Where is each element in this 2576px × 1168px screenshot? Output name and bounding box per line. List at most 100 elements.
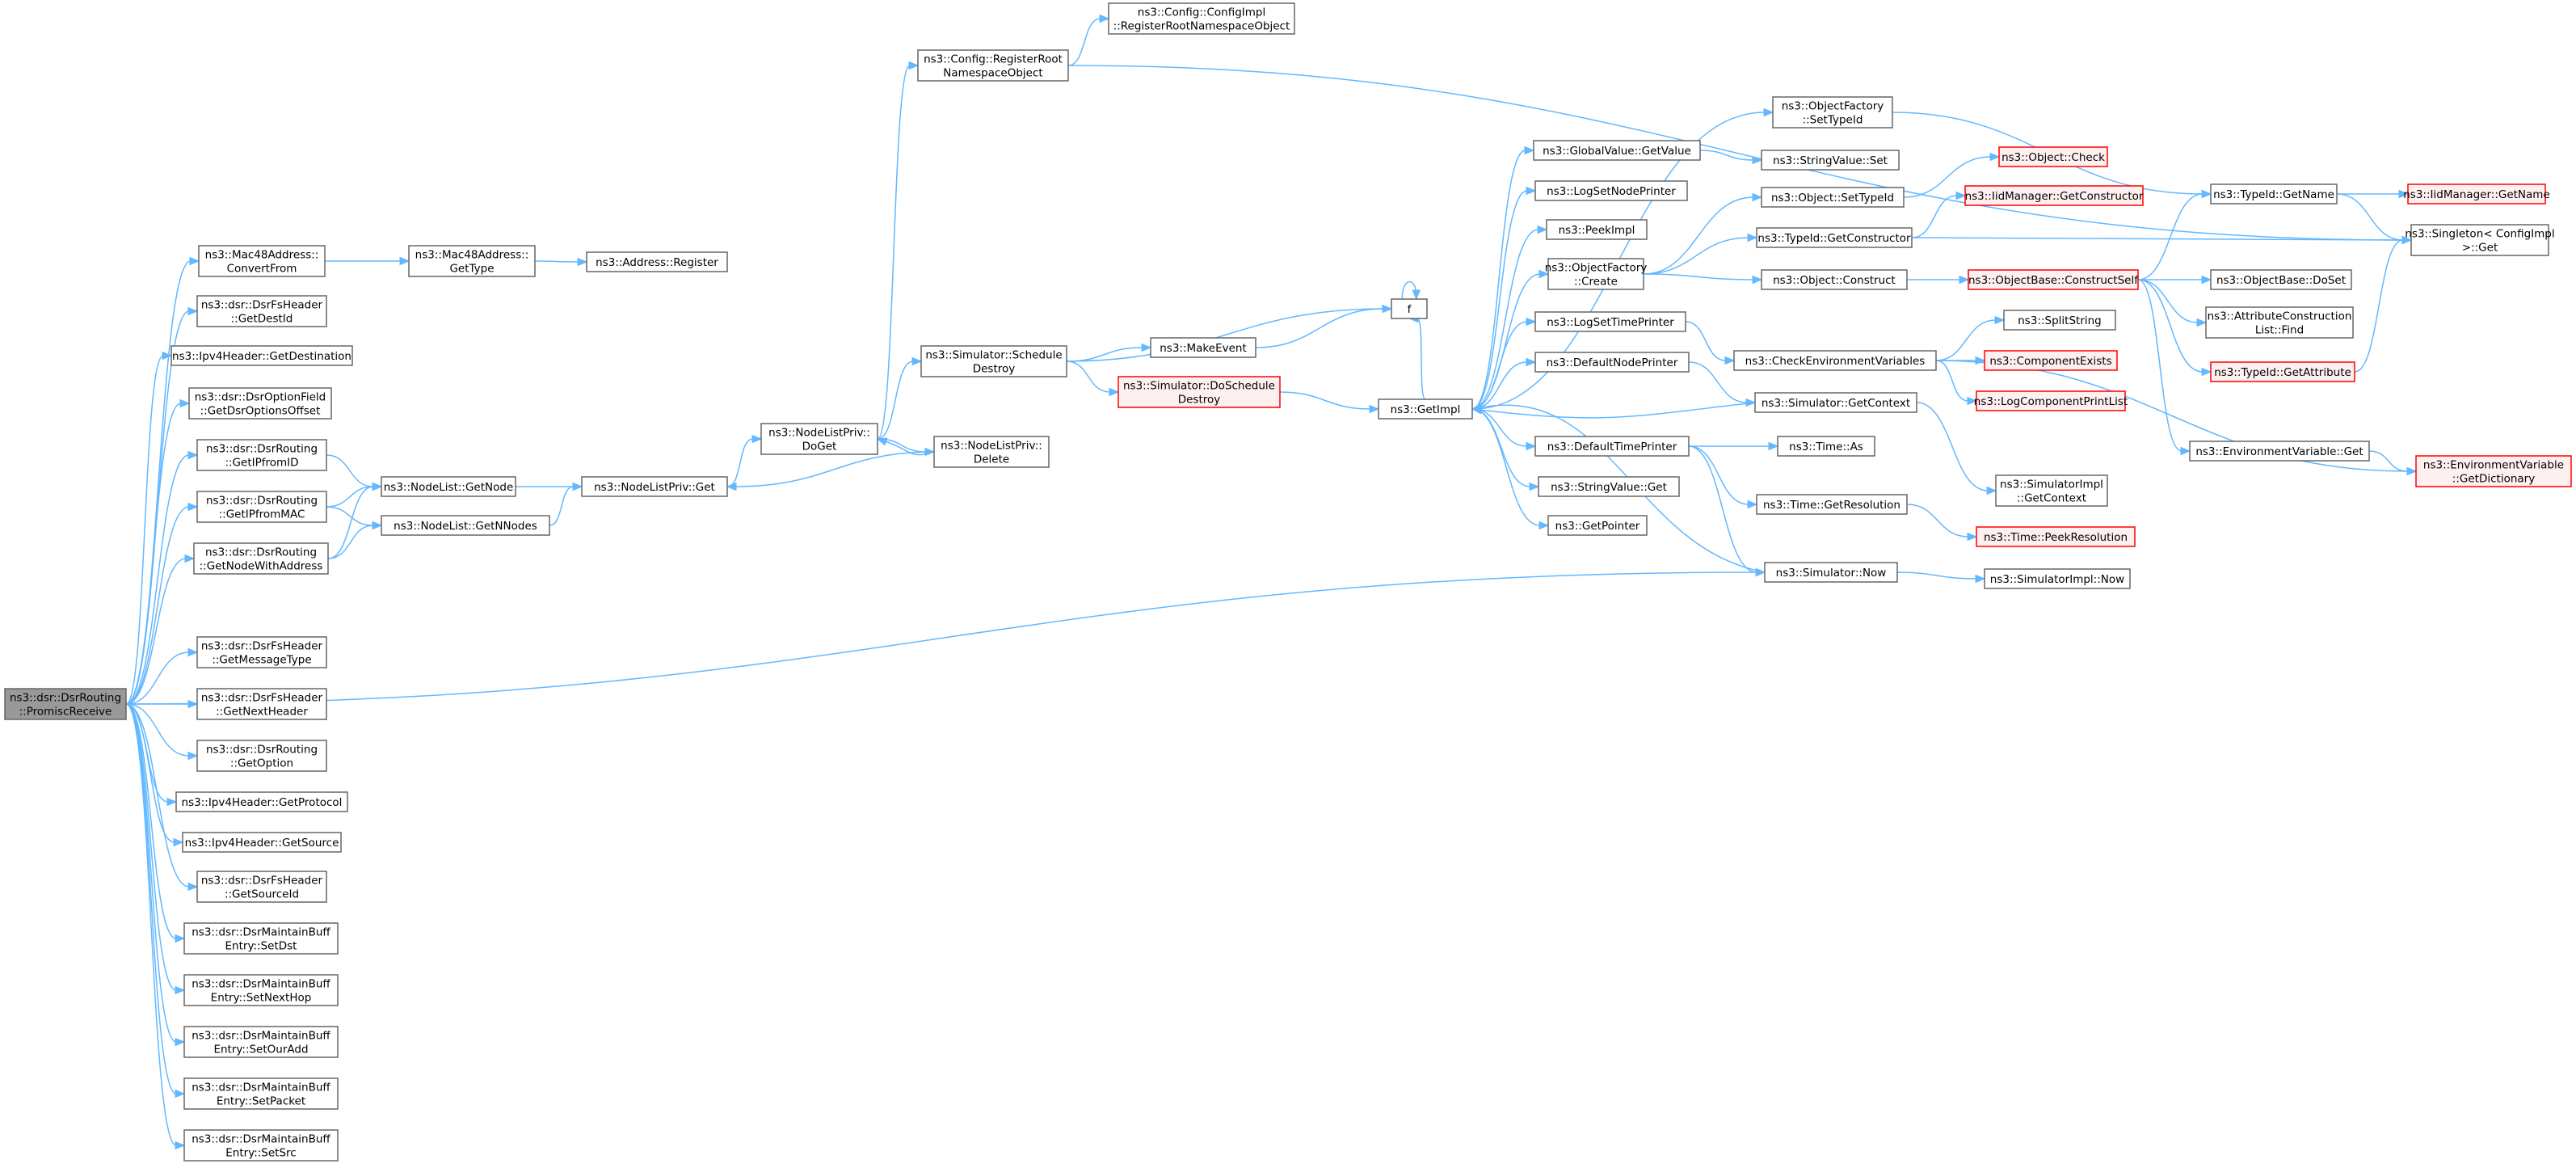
node-box[interactable] bbox=[4, 688, 127, 720]
node-box[interactable] bbox=[1547, 515, 1648, 536]
graph-node-ns3-address-register[interactable]: ns3::Address::Register bbox=[586, 251, 728, 272]
node-box[interactable] bbox=[183, 922, 339, 955]
graph-node-ns3-iidmanager-getconstructor[interactable]: ns3::IidManager::GetConstructor bbox=[1964, 185, 2144, 206]
node-box[interactable] bbox=[1976, 526, 2136, 547]
graph-node-ns3-ipv4header-getprotocol[interactable]: ns3::Ipv4Header::GetProtocol bbox=[175, 791, 348, 812]
node-box[interactable] bbox=[196, 636, 327, 668]
graph-node-ns3-objectbase-constructself[interactable]: ns3::ObjectBase::ConstructSelf bbox=[1968, 269, 2139, 290]
node-box[interactable] bbox=[1761, 269, 1908, 290]
node-box[interactable] bbox=[1534, 436, 1690, 457]
graph-node-ns3-splitstring[interactable]: ns3::SplitString bbox=[2003, 310, 2116, 331]
node-box[interactable] bbox=[1533, 140, 1701, 161]
graph-node-ns3-config-registerrootnamespaceobject[interactable]: ns3::Config::RegisterRootNamespaceObject bbox=[917, 49, 1069, 82]
node-box[interactable] bbox=[193, 542, 329, 575]
graph-node-ns3-mac48address-convertfrom[interactable]: ns3::Mac48Address::ConvertFrom bbox=[198, 245, 326, 277]
node-box[interactable] bbox=[183, 1026, 339, 1058]
graph-node-ns3-logsetnodeprinter[interactable]: ns3::LogSetNodePrinter bbox=[1534, 180, 1688, 201]
graph-node-ns3-simulator-now[interactable]: ns3::Simulator::Now bbox=[1764, 562, 1898, 583]
graph-node-ns3-stringvalue-set[interactable]: ns3::StringValue::Set bbox=[1761, 150, 1900, 171]
graph-node-ns3-typeid-getname[interactable]: ns3::TypeId::GetName bbox=[2210, 183, 2338, 205]
node-box[interactable] bbox=[1546, 219, 1648, 240]
graph-node-ns3-getpointer[interactable]: ns3::GetPointer bbox=[1547, 515, 1648, 536]
graph-node-ns3-object-check[interactable]: ns3::Object::Check bbox=[1998, 146, 2108, 167]
node-box[interactable] bbox=[183, 1129, 339, 1162]
graph-node-ns3-simulatorimpl-now[interactable]: ns3::SimulatorImpl::Now bbox=[1984, 568, 2131, 589]
node-box[interactable] bbox=[183, 974, 339, 1006]
node-box[interactable] bbox=[1756, 227, 1913, 248]
node-box[interactable] bbox=[188, 387, 332, 420]
node-box[interactable] bbox=[586, 251, 728, 272]
node-box[interactable] bbox=[2210, 183, 2338, 205]
graph-node-ns3-config-configimpl-registerrootnamespaceobject[interactable]: ns3::Config::ConfigImpl::RegisterRootNam… bbox=[1108, 2, 1295, 35]
node-box[interactable] bbox=[196, 295, 327, 327]
graph-node-ns3-ipv4header-getdestination[interactable]: ns3::Ipv4Header::GetDestination bbox=[170, 345, 353, 366]
node-box[interactable] bbox=[196, 491, 327, 523]
node-box[interactable] bbox=[2407, 183, 2546, 205]
node-box[interactable] bbox=[1761, 150, 1900, 171]
graph-node-ns3-object-construct[interactable]: ns3::Object::Construct bbox=[1761, 269, 1908, 290]
node-box[interactable] bbox=[2210, 361, 2355, 382]
graph-node-ns3-componentexists[interactable]: ns3::ComponentExists bbox=[1984, 350, 2118, 371]
graph-node-ns3-dsr-dsroptionfield-getdsroptionsoffset[interactable]: ns3::dsr::DsrOptionField::GetDsrOptionsO… bbox=[188, 387, 332, 420]
graph-node-ns3-stringvalue-get[interactable]: ns3::StringValue::Get bbox=[1538, 476, 1680, 497]
node-box[interactable] bbox=[1391, 298, 1428, 319]
node-box[interactable] bbox=[760, 423, 878, 455]
graph-node-ns3-makeevent[interactable]: ns3::MakeEvent bbox=[1150, 337, 1256, 358]
graph-node-ns3-simulatorimpl-getcontext[interactable]: ns3::SimulatorImpl::GetContext bbox=[1995, 474, 2108, 507]
node-box[interactable] bbox=[1968, 269, 2139, 290]
graph-node-ns3-environmentvariable-get[interactable]: ns3::EnvironmentVariable::Get bbox=[2189, 441, 2370, 462]
graph-node-ns3-defaultnodeprinter[interactable]: ns3::DefaultNodePrinter bbox=[1534, 352, 1690, 373]
graph-node-ns3-nodelist-getnnodes[interactable]: ns3::NodeList::GetNNodes bbox=[381, 515, 550, 536]
graph-node-ns3-dsr-dsrrouting-getipfrommac[interactable]: ns3::dsr::DsrRouting::GetIPfromMAC bbox=[196, 491, 327, 523]
graph-node-ns3-checkenvironmentvariables[interactable]: ns3::CheckEnvironmentVariables bbox=[1733, 350, 1937, 371]
node-box[interactable] bbox=[1777, 436, 1875, 457]
graph-node-ns3-nodelist-getnode[interactable]: ns3::NodeList::GetNode bbox=[381, 476, 516, 497]
node-box[interactable] bbox=[1754, 392, 1917, 413]
graph-node-ns3-time-getresolution[interactable]: ns3::Time::GetResolution bbox=[1756, 494, 1908, 515]
graph-node-ns3-dsr-dsrmaintainbuffentry-setpacket[interactable]: ns3::dsr::DsrMaintainBuffEntry::SetPacke… bbox=[183, 1077, 339, 1110]
graph-node-ns3-singleton-configimpl-get[interactable]: ns3::Singleton< ConfigImpl >::Get bbox=[2405, 224, 2555, 256]
graph-node-ns3-peekimpl[interactable]: ns3::PeekImpl bbox=[1546, 219, 1648, 240]
node-box[interactable] bbox=[2410, 224, 2549, 256]
graph-node-ns3-mac48address-gettype[interactable]: ns3::Mac48Address::GetType bbox=[408, 245, 536, 277]
graph-node-ns3-defaulttimeprinter[interactable]: ns3::DefaultTimePrinter bbox=[1534, 436, 1690, 457]
node-box[interactable] bbox=[2205, 306, 2354, 339]
node-box[interactable] bbox=[1998, 146, 2108, 167]
graph-node-ns3-logcomponentprintlist[interactable]: ns3::LogComponentPrintList bbox=[1974, 390, 2128, 411]
graph-node-ns3-dsr-dsrrouting-getoption[interactable]: ns3::dsr::DsrRouting::GetOption bbox=[196, 740, 327, 772]
node-box[interactable] bbox=[408, 245, 536, 277]
node-box[interactable] bbox=[581, 476, 728, 497]
node-box[interactable] bbox=[196, 740, 327, 772]
graph-node-ns3-dsr-dsrmaintainbuffentry-setnexthop[interactable]: ns3::dsr::DsrMaintainBuffEntry::SetNextH… bbox=[183, 974, 339, 1006]
node-box[interactable] bbox=[1984, 350, 2118, 371]
node-box[interactable] bbox=[2003, 310, 2116, 331]
node-box[interactable] bbox=[196, 871, 327, 903]
graph-node-ns3-dsr-dsrfsheader-getmessagetype[interactable]: ns3::dsr::DsrFsHeader::GetMessageType bbox=[196, 636, 327, 668]
graph-node-ns3-dsr-dsrrouting-promiscreceive[interactable]: ns3::dsr::DsrRouting::PromiscReceive bbox=[4, 688, 127, 720]
graph-node-ns3-objectfactory-settypeid[interactable]: ns3::ObjectFactory::SetTypeId bbox=[1772, 96, 1893, 129]
graph-node-ns3-logsettimeprinter[interactable]: ns3::LogSetTimePrinter bbox=[1534, 311, 1686, 332]
graph-node-ns3-nodelistpriv-get[interactable]: ns3::NodeListPriv::Get bbox=[581, 476, 728, 497]
node-box[interactable] bbox=[1118, 376, 1281, 408]
node-box[interactable] bbox=[1964, 185, 2144, 206]
graph-node-ns3-time-as[interactable]: ns3::Time::As bbox=[1777, 436, 1875, 457]
graph-node-ns3-typeid-getattribute[interactable]: ns3::TypeId::GetAttribute bbox=[2210, 361, 2355, 382]
node-box[interactable] bbox=[1976, 390, 2126, 411]
node-box[interactable] bbox=[175, 791, 348, 812]
graph-node-ns3-environmentvariable-getdictionary[interactable]: ns3::EnvironmentVariable::GetDictionary bbox=[2415, 455, 2572, 487]
node-box[interactable] bbox=[198, 245, 326, 277]
graph-node-ns3-time-peekresolution[interactable]: ns3::Time::PeekResolution bbox=[1976, 526, 2136, 547]
graph-node-ns3-dsr-dsrmaintainbuffentry-setouradd[interactable]: ns3::dsr::DsrMaintainBuffEntry::SetOurAd… bbox=[183, 1026, 339, 1058]
node-box[interactable] bbox=[920, 345, 1067, 377]
node-box[interactable] bbox=[1772, 96, 1893, 129]
graph-node-f[interactable]: f bbox=[1391, 298, 1428, 319]
graph-node-ns3-simulator-getcontext[interactable]: ns3::Simulator::GetContext bbox=[1754, 392, 1917, 413]
graph-node-ns3-getimpl[interactable]: ns3::GetImpl bbox=[1378, 398, 1473, 420]
node-box[interactable] bbox=[1538, 476, 1680, 497]
node-box[interactable] bbox=[1761, 187, 1905, 208]
node-box[interactable] bbox=[182, 832, 342, 853]
node-box[interactable] bbox=[2189, 441, 2370, 462]
